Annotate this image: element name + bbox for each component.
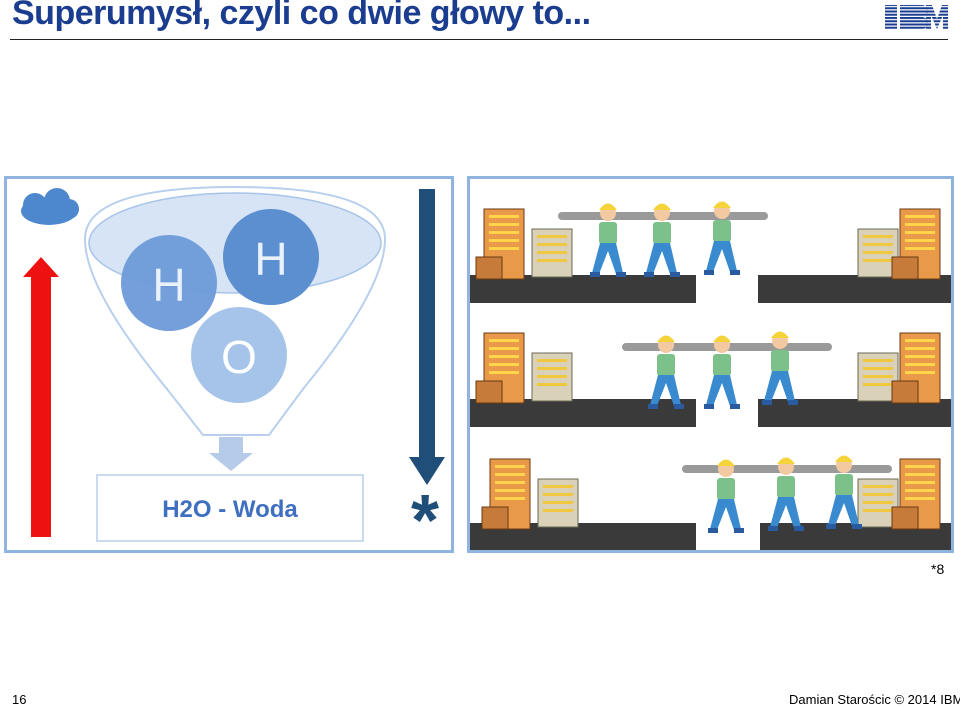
result-label: H2O - Woda — [162, 496, 298, 523]
atom-o: O — [191, 307, 287, 403]
title-rule — [10, 39, 948, 40]
atom-h-left: H — [121, 235, 217, 331]
molecule-panel: O H H H2O - Woda * — [4, 176, 454, 561]
molecule-diagram: O H H H2O - Woda * — [21, 185, 445, 561]
svg-text:H: H — [254, 233, 287, 285]
asterisk-mark: * — [411, 481, 439, 550]
up-arrow-icon — [23, 257, 59, 537]
svg-text:O: O — [221, 331, 257, 383]
workers-row-2 — [470, 331, 951, 427]
result-box — [96, 474, 364, 542]
svg-text:H: H — [152, 259, 185, 311]
workers-row-3 — [470, 455, 951, 550]
down-arrow-icon — [409, 189, 445, 485]
cloud-icon — [21, 188, 79, 225]
atom-h-right: H — [223, 209, 319, 305]
footer-copyright: Damian Starościc © 2014 IBM — [789, 692, 960, 707]
ibm-logo-glyphs — [885, 5, 948, 29]
workers-illustration — [470, 201, 951, 550]
page-number: 16 — [12, 692, 27, 707]
workers-row-1 — [470, 201, 951, 303]
funnel-down-arrow-icon — [209, 437, 253, 471]
ibm-logo — [885, 5, 948, 29]
workers-panel — [467, 176, 954, 553]
footnote-mark: *8 — [931, 561, 945, 577]
slide-title: Superumysł, czyli co dwie głowy to... — [12, 0, 591, 32]
